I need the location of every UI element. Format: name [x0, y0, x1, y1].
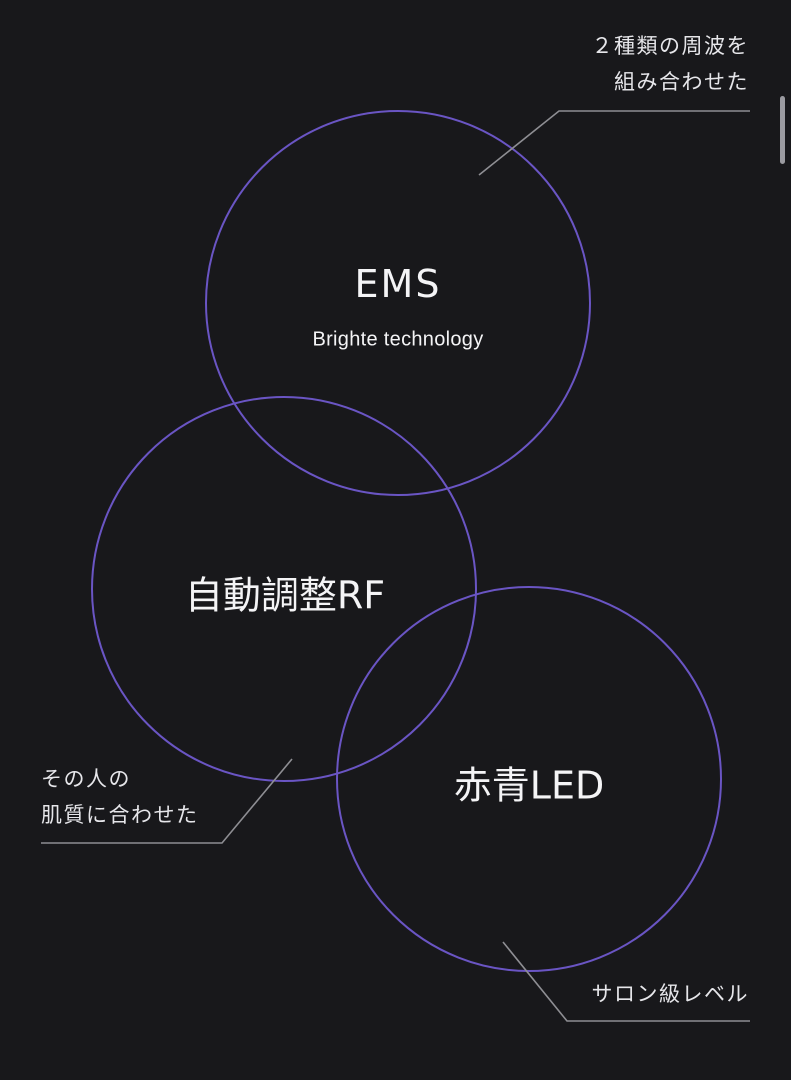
rf-title: 自動調整RF	[184, 573, 386, 618]
ems-note-line: ２種類の周波を	[591, 34, 749, 58]
ems-circle	[205, 110, 591, 496]
ems-note: ２種類の周波を 組み合わせた	[592, 28, 750, 100]
rf-note-line: その人の	[41, 767, 131, 791]
ems-subtitle: Brighte technology	[312, 328, 484, 351]
scrollbar-thumb[interactable]	[780, 96, 785, 164]
ems-leader-line	[478, 110, 750, 176]
rf-note-line: 肌質に合わせた	[41, 803, 199, 827]
led-note: サロン級レベル	[592, 976, 750, 1012]
led-circle	[336, 586, 722, 972]
led-note-line: サロン級レベル	[591, 982, 749, 1006]
led-leader-line	[502, 941, 750, 1022]
rf-note: その人の 肌質に合わせた	[41, 761, 199, 833]
rf-circle	[91, 396, 477, 782]
ems-note-line: 組み合わせた	[614, 70, 749, 94]
rf-leader-line	[41, 758, 293, 844]
ems-title: EMS	[354, 262, 442, 306]
led-title: 赤青LED	[453, 763, 605, 808]
